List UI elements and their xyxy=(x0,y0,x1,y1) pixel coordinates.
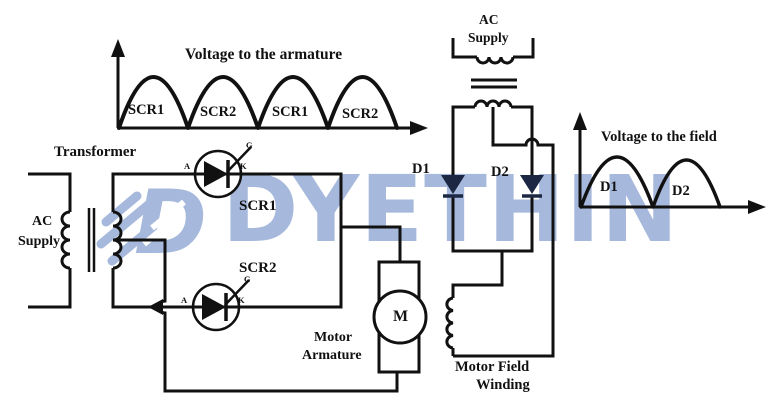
left-ac-supply-line1: AC xyxy=(32,214,53,229)
right-transformer-primary-coil xyxy=(475,56,515,65)
wire-to-armature xyxy=(341,225,402,262)
left-transformer-secondary-coil xyxy=(112,210,123,270)
field-waveform-yaxis-arrow xyxy=(573,112,587,130)
wire-field-return xyxy=(453,107,555,358)
wires xyxy=(28,38,555,393)
right-transformer xyxy=(471,56,517,108)
field-pulse-label-2: D2 xyxy=(672,183,690,199)
field-waveform-pulses xyxy=(579,155,722,209)
motor-armature-label-line2: Armature xyxy=(302,348,362,363)
armature-waveform-pulses xyxy=(117,75,399,130)
right-ac-supply-line1: AC xyxy=(479,12,499,27)
wire-cathode-rail xyxy=(451,196,534,253)
scr2-triangle xyxy=(202,294,226,320)
d1-label: D1 xyxy=(412,161,430,177)
wire-to-field-coil xyxy=(451,251,504,298)
field-winding-label-line1: Motor Field xyxy=(455,359,530,375)
field-wave-title: Voltage to the field xyxy=(601,129,717,145)
motor-symbol-label: M xyxy=(393,308,409,325)
scr1-label: SCR1 xyxy=(239,198,277,214)
left-transformer xyxy=(60,208,123,272)
armature-waveform-xaxis-arrow xyxy=(410,121,428,135)
left-transformer-primary-coil xyxy=(60,210,71,270)
right-transformer-core xyxy=(471,78,517,89)
wire-d2-anode xyxy=(511,105,534,175)
armature-pulse-label-1: SCR1 xyxy=(128,102,165,118)
armature-pulse-label-3: SCR1 xyxy=(272,104,309,120)
field-winding-coil xyxy=(445,296,454,350)
armature-waveform-yaxis-arrow xyxy=(111,39,125,57)
transformer-label: Transformer xyxy=(54,144,137,160)
scr2-gate-line xyxy=(224,279,250,306)
field-waveform-xaxis-arrow xyxy=(748,200,766,214)
wire-d1-anode xyxy=(451,105,475,175)
scr2-gate-label: G xyxy=(244,274,251,284)
motor-armature-label-line1: Motor xyxy=(314,330,353,345)
wire-scr-loop xyxy=(111,172,343,309)
scr2-anode-label: A xyxy=(181,295,188,305)
scr2-rail-arrow xyxy=(148,299,163,315)
armature-wave-title: Voltage to the armature xyxy=(185,46,343,63)
left-ac-supply-line2: Supply xyxy=(18,234,61,249)
scr1-symbol xyxy=(186,146,252,199)
field-pulse-label-1: D1 xyxy=(600,179,618,195)
scr1-anode-label: A xyxy=(184,161,191,171)
scr1-cathode-label: K xyxy=(240,161,247,171)
right-ac-supply-line2: Supply xyxy=(468,30,509,45)
scr2-symbol xyxy=(184,279,250,332)
wire-left-ac-bottom xyxy=(28,268,72,309)
scr2-label: SCR2 xyxy=(239,260,277,276)
field-winding-label-line2: Winding xyxy=(476,377,530,393)
armature-pulse-label-2: SCR2 xyxy=(200,104,237,120)
diode-d1 xyxy=(441,175,465,198)
field-waveform xyxy=(573,112,766,214)
armature-waveform xyxy=(111,39,428,135)
scr1-triangle xyxy=(204,161,228,187)
right-transformer-secondary-coil xyxy=(473,99,513,108)
left-transformer-core xyxy=(87,208,96,272)
armature-pulse-label-4: SCR2 xyxy=(342,106,379,122)
scr1-gate-line xyxy=(226,146,252,173)
wire-right-ac-left-stub xyxy=(451,38,477,59)
scr1-gate-label: G xyxy=(246,140,253,150)
watermark-logo-d: D xyxy=(134,171,207,274)
d2-label: D2 xyxy=(491,164,509,180)
wire-left-ac-top xyxy=(28,172,72,212)
wire-right-ac-right-stub xyxy=(513,38,535,59)
scr2-cathode-label: K xyxy=(238,295,245,305)
diode-d2 xyxy=(520,175,544,198)
motor-circle xyxy=(372,289,428,345)
